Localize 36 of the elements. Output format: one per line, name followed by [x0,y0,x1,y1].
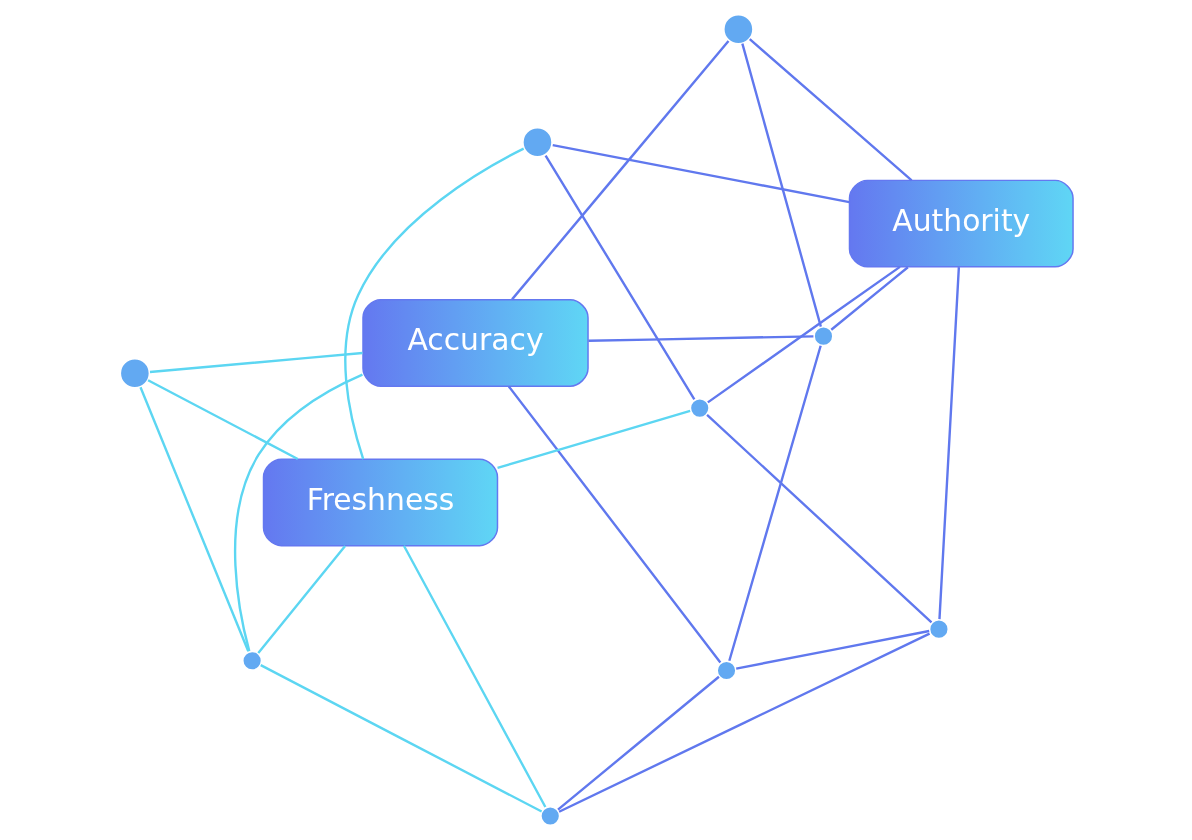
connector [705,414,932,624]
connector [748,38,912,182]
connector [510,40,729,301]
connector [727,345,822,662]
node-box: Accuracy [361,299,589,387]
connector [138,386,249,652]
connector [740,43,822,327]
connector [149,351,363,374]
connector [259,664,542,813]
connector [735,629,929,670]
connector [496,409,690,469]
connector [544,154,695,400]
node-circle [688,397,711,419]
node-circle [721,13,754,46]
node-circle [812,325,834,347]
node-circle [927,618,950,640]
connector [233,373,363,652]
connector [507,385,721,664]
connector [552,143,850,204]
connector [558,632,930,813]
connector [402,545,546,808]
node-circle [118,357,151,390]
node-box: Authority [848,179,1074,268]
node-circle [538,805,561,827]
connector [830,266,909,331]
node-box: Freshness [262,458,498,547]
connector [256,545,346,654]
node-circle [520,126,553,159]
connector [343,147,524,460]
node-circle [715,659,737,682]
connector [587,335,813,342]
node-circle [240,649,263,672]
connector [556,675,720,811]
connector [147,379,298,461]
connector [706,265,901,404]
connector [937,267,960,620]
